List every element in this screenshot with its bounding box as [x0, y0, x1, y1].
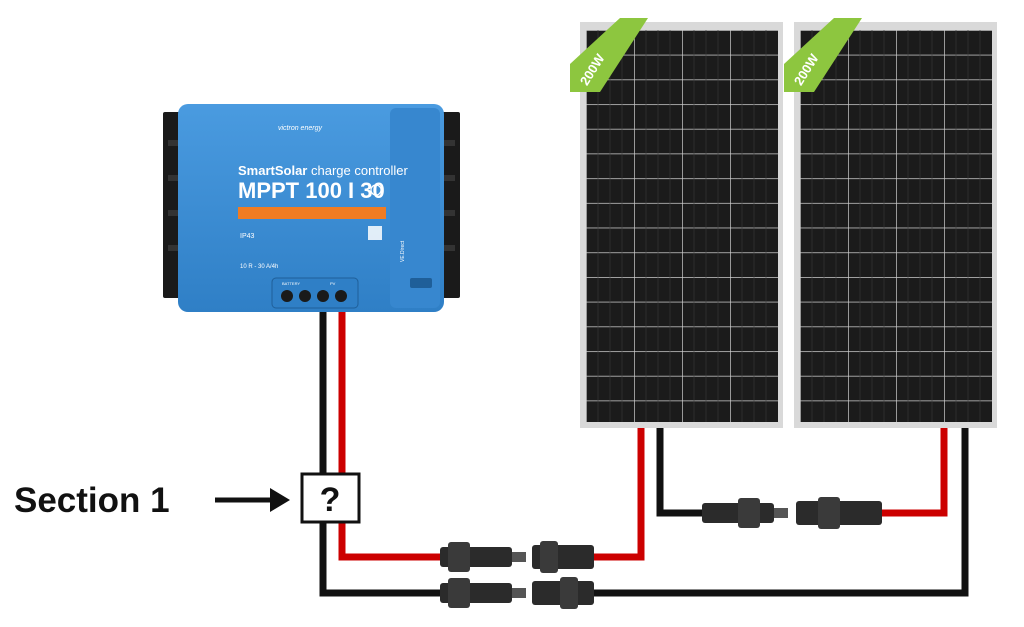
- section-annotation: Section 1 ?: [14, 472, 361, 524]
- wattage-tag: 200W: [570, 18, 648, 92]
- arrow-right-icon: [215, 488, 290, 512]
- product-line: SmartSolar charge controller: [238, 163, 408, 178]
- wire-positive-panel1: [590, 428, 645, 561]
- wattage-tag: 200W: [784, 18, 862, 92]
- mc4-connector-negative-female: [532, 577, 594, 609]
- solar-panel-2: 200W: [784, 18, 997, 428]
- terminal-block: BATTERY PV: [271, 277, 359, 309]
- terminal-pv-neg: [317, 290, 329, 302]
- rating-text: 10 R - 30 A/4h: [240, 264, 278, 270]
- unknown-component-box: [300, 472, 361, 524]
- port-label: VE.Direct: [400, 240, 406, 262]
- panel-cells: [800, 30, 992, 422]
- wire-negative-main: [319, 312, 440, 597]
- model-name: MPPT 100 I 30: [238, 178, 385, 203]
- mc4-connector-positive-female: [532, 541, 594, 573]
- wire-positive-main: [338, 312, 440, 561]
- wire-negative-return: [590, 428, 969, 597]
- bluetooth-icon: [370, 184, 382, 196]
- panel-cells: [586, 30, 778, 422]
- terminal-battery-neg: [281, 290, 293, 302]
- terminal-label-pv: PV: [330, 281, 336, 286]
- wires: [319, 312, 969, 597]
- wire-series-negative: [656, 428, 705, 517]
- mc4-connectors: [440, 497, 882, 609]
- mc4-connector-series-male: [702, 498, 788, 528]
- orange-stripe: [238, 207, 386, 219]
- terminal-battery-pos: [299, 290, 311, 302]
- solar-panel-1: 200W: [570, 18, 783, 428]
- mc4-connector-positive-male: [440, 542, 526, 572]
- cert-marks: IP43: [240, 233, 255, 240]
- brand-logo-text: victron energy: [278, 125, 322, 132]
- charge-controller: victron energy SmartSolar charge control…: [163, 104, 460, 312]
- qr-code-icon: [368, 226, 382, 240]
- wire-series-positive: [880, 428, 948, 517]
- terminal-pv-pos: [335, 290, 347, 302]
- unknown-symbol: ?: [320, 481, 341, 519]
- mc4-connector-negative-male: [440, 578, 526, 608]
- ve-direct-port: [410, 278, 432, 288]
- mc4-connector-series-female: [796, 497, 882, 529]
- terminal-label-battery: BATTERY: [282, 281, 300, 286]
- section-label: Section 1: [14, 481, 170, 520]
- controller-side-panel: [390, 108, 440, 308]
